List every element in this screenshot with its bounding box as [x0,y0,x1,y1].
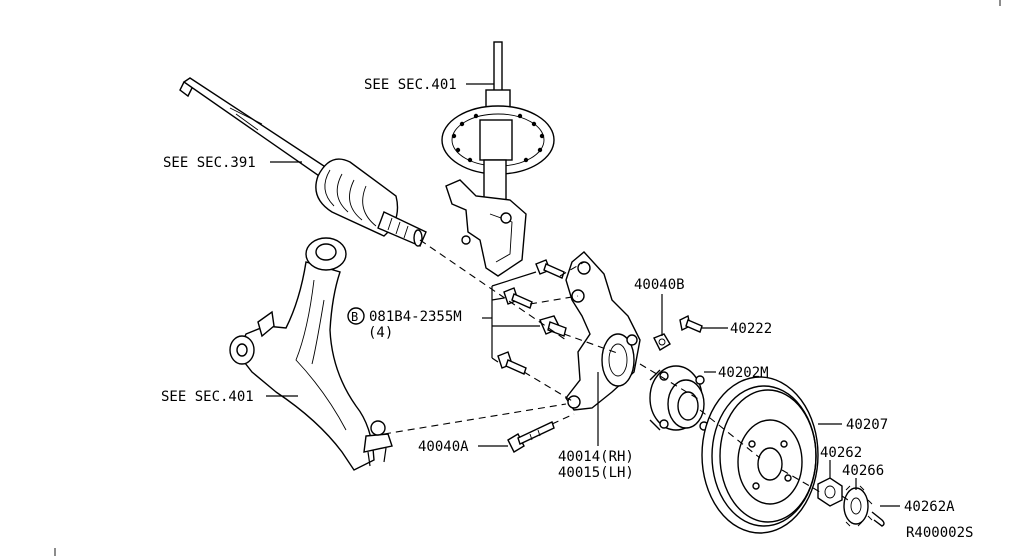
steering-knuckle [565,251,641,411]
nut-third [539,315,567,337]
hub-bearing [649,365,709,431]
bolt-part-label: 081B4-2355M [369,309,462,325]
bolt-lower [497,351,527,375]
bolt-second [503,287,533,309]
spring-seat-holes [451,113,545,163]
bolt-circle-letter: B [351,310,358,324]
brake-rotor [701,376,819,534]
strut-assembly [441,41,555,277]
assembly-dashes [383,239,849,501]
arm-reference-label: SEE SEC.401 [161,389,254,405]
bolt-upper [535,259,565,279]
driveshaft-reference-label: SEE SEC.391 [163,155,256,171]
label-40262: 40262 [820,445,862,461]
leader-lines [266,83,900,507]
label-40202m: 40202M [718,365,769,381]
lower-control-arm [229,237,393,471]
label-40266: 40266 [842,463,884,479]
strut-reference-label: SEE SEC.401 [364,77,457,93]
label-40040b: 40040B [634,277,685,293]
bolt-callout: B 081B4-2355M (4) [347,307,462,341]
label-knuckle-lh: 40015(LH) [558,465,634,481]
stud-40222 [679,314,703,333]
bolt-qty-label: (4) [368,325,393,341]
label-40207: 40207 [846,417,888,433]
label-knuckle-rh: 40014(RH) [558,449,634,465]
strut-bolts [497,259,567,375]
label-40262a: 40262A [904,499,955,515]
nut-40040b [653,333,671,351]
label-40040a: 40040A [418,439,469,455]
bolt-40040a [507,421,555,453]
lock-washer-40266 [843,485,873,527]
label-40222: 40222 [730,321,772,337]
cotter-pin-40262a [871,511,885,527]
hub-nut-40262 [817,477,843,507]
diagram-id-label: R400002S [906,525,973,541]
drive-shaft [179,77,427,247]
